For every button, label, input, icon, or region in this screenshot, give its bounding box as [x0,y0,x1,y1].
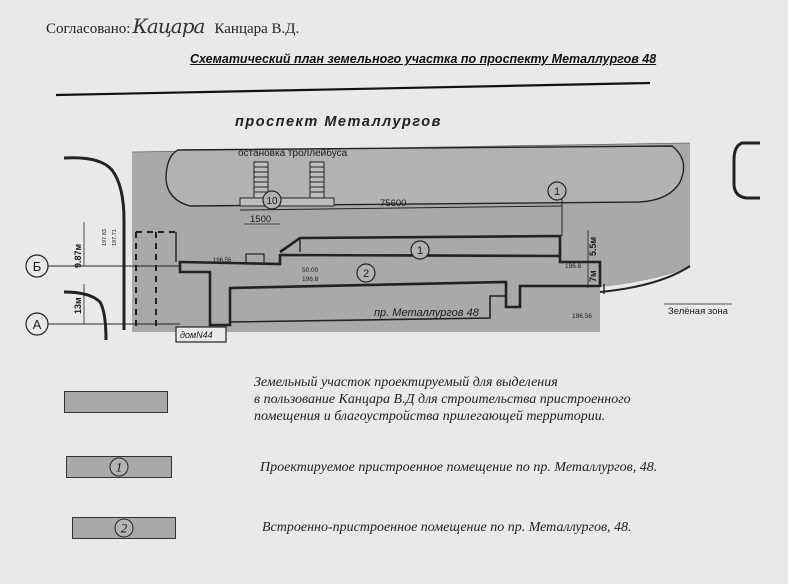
svg-text:А: А [33,317,42,332]
building-outline [178,253,602,327]
svg-text:10: 10 [266,196,278,207]
elev-197-83: 197.83 [102,229,108,246]
dim-13: 13м [73,297,83,314]
left-road-curve-lower [63,290,108,341]
legend-marker-2: 2 [114,518,134,538]
street-top-label: проспект Металлургов [235,114,442,130]
axis-b-marker: Б [25,254,49,278]
legend-text-site: Земельный участок проектируемый для выде… [254,375,631,424]
legend-text-building: Встроенно-пристроенное помещение по пр. … [262,520,632,535]
header-rule [55,81,651,97]
legend-box-site [64,391,168,413]
plan-title: Схематический план земельного участка по… [190,52,657,66]
dashed-boundary [135,232,157,330]
signature: Кацара [132,14,205,38]
elev-196-8b: 196.8 [565,263,582,270]
marker-1-top: 1 [547,181,567,201]
green-zone-label: Зелёная зона [668,306,729,317]
elev-197-71: 197.71 [112,229,118,246]
marker-10: 10 [262,190,282,210]
svg-text:1: 1 [417,245,423,257]
svg-text:Б: Б [33,259,42,274]
left-road-curve [63,156,126,330]
dim-5-5: 5.5м [588,236,598,256]
approval-line: Согласовано:Кацара Канцара В.Д. [46,14,299,38]
dimension-small: 1500 [250,214,271,225]
dim-7: 7м [588,270,598,282]
house-box [175,326,227,343]
trolleybus-stop-label: остановка троллейбуса [238,147,348,159]
svg-text:1: 1 [554,186,560,198]
inner-street-label: пр. Металлургов 48 [374,307,480,319]
legend-marker-1: 1 [109,457,129,477]
legend-box-annex: 1 [66,456,172,478]
inner-boundary [229,295,506,323]
elev-196-56-a: 196.56 [213,258,232,264]
house-label: домN44 [180,330,213,340]
dimension-main: 75600 [380,198,406,209]
marker-1-annex: 1 [410,240,430,260]
elev-196-56-b: 196.56 [572,313,592,320]
green-zone-boundary [599,265,691,293]
legend-box-building: 2 [72,517,176,539]
dim-9-87: 9.87м [73,243,83,268]
dimension-line-main [239,205,563,211]
site-plan: остановка троллейбуса 75600 1500 5.5м 7 [25,81,760,343]
svg-text:2: 2 [363,268,369,280]
annex-outline [279,234,562,256]
stop-stairs [239,161,335,207]
approved-label: Согласовано: [46,21,131,37]
right-road-bracket [732,141,760,200]
elev-196-8: 196.8 [302,276,319,283]
marker-2-building: 2 [356,263,376,283]
approved-name: Канцара В.Д. [214,21,300,37]
entrance-block [245,253,265,265]
axis-a-marker: А [25,312,49,336]
legend-text-annex: Проектируемое пристроенное помещение по … [260,460,658,475]
elev-50-00: 50.00 [302,267,319,274]
